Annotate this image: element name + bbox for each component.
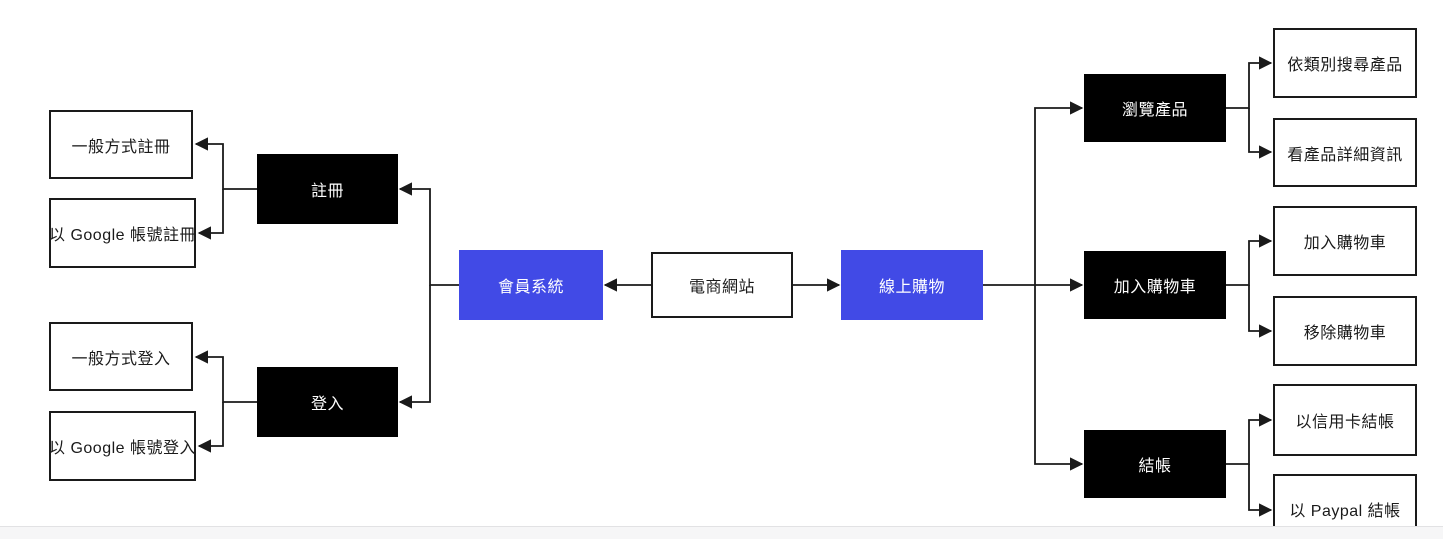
node-checkout[interactable]: 結帳: [1084, 430, 1226, 498]
node-add-cart-action[interactable]: 加入購物車: [1273, 206, 1417, 276]
node-register-normal[interactable]: 一般方式註冊: [49, 110, 193, 179]
node-register[interactable]: 註冊: [257, 154, 398, 224]
node-login-normal[interactable]: 一般方式登入: [49, 322, 193, 391]
node-checkout-credit-card[interactable]: 以信用卡結帳: [1273, 384, 1417, 456]
node-login[interactable]: 登入: [257, 367, 398, 437]
node-member-system[interactable]: 會員系統: [459, 250, 603, 320]
node-search-by-category[interactable]: 依類別搜尋產品: [1273, 28, 1417, 98]
node-login-google[interactable]: 以 Google 帳號登入: [49, 411, 196, 481]
node-view-product-detail[interactable]: 看產品詳細資訊: [1273, 118, 1417, 187]
node-root-ecommerce-site[interactable]: 電商網站: [651, 252, 793, 318]
node-online-shopping[interactable]: 線上購物: [841, 250, 983, 320]
window-bottom-edge: [0, 526, 1443, 539]
node-browse-products[interactable]: 瀏覽產品: [1084, 74, 1226, 142]
node-remove-cart-action[interactable]: 移除購物車: [1273, 296, 1417, 366]
node-register-google[interactable]: 以 Google 帳號註冊: [49, 198, 196, 268]
node-add-to-cart[interactable]: 加入購物車: [1084, 251, 1226, 319]
